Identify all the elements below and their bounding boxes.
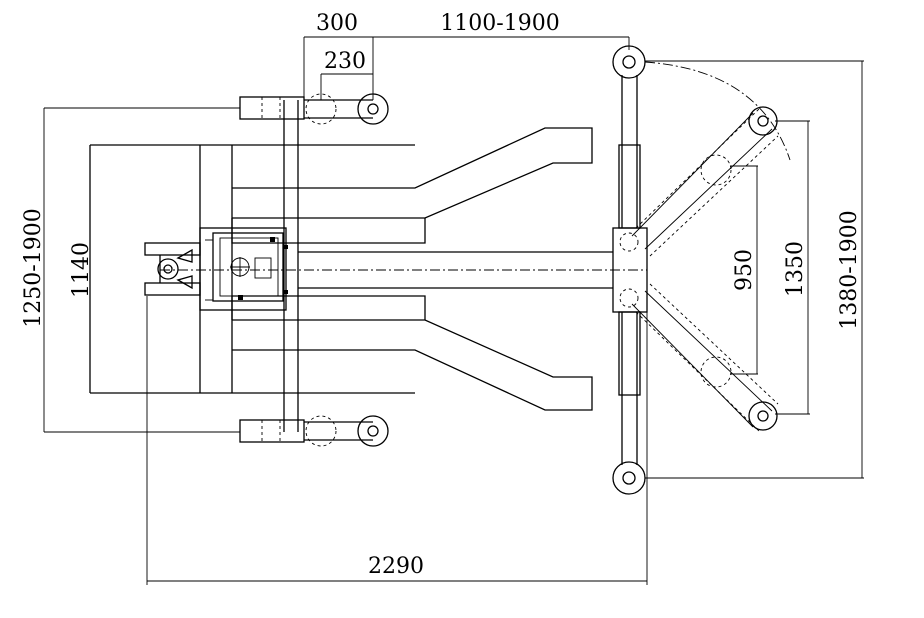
dim-2290: 2290 [146,296,648,585]
dim-300: 300 [303,11,374,100]
drive-unit [199,227,288,311]
dim-230: 230 [320,49,373,100]
wheel-assembly-bottom-left [239,415,389,447]
wheel-assembly-top-left [239,93,389,125]
chassis-frame [89,100,647,432]
dim-1380-1900: 1380-1900 [645,60,864,479]
dim-1250-1900: 1250-1900 [21,107,240,433]
swing-arc [644,61,791,161]
dim-1350: 1350 [775,120,810,415]
dim-230-label: 230 [324,49,366,74]
tiller-handle [144,242,201,296]
swing-arm-lower [631,283,779,433]
dim-1250-1900-label: 1250-1900 [21,208,46,327]
dim-1100-1900-label: 1100-1900 [440,11,559,36]
dim-1350-label: 1350 [783,241,808,297]
dim-1100-1900: 1100-1900 [373,11,630,50]
dim-950-label: 950 [732,249,757,291]
dim-2290-label: 2290 [368,554,424,579]
dim-300-label: 300 [316,11,358,36]
crossbar [612,45,648,495]
swing-arm-upper [631,106,779,257]
dim-950: 950 [730,165,758,375]
dim-1380-1900-label: 1380-1900 [837,210,862,329]
